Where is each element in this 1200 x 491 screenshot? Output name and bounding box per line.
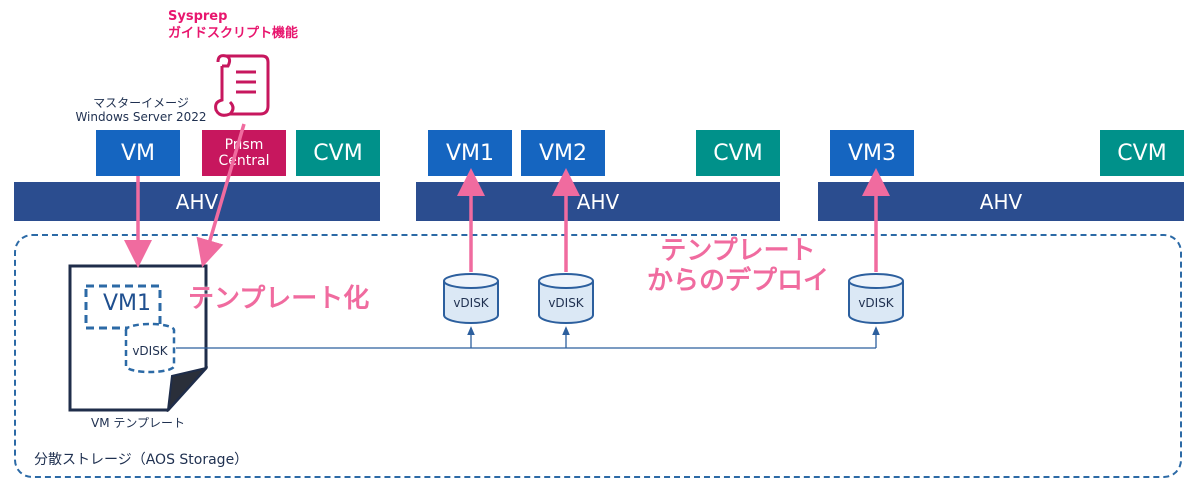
vm-template-document-icon bbox=[68, 264, 208, 412]
ahv-bar-1: AHV bbox=[14, 182, 380, 221]
storage-label: 分散ストレージ（AOS Storage） bbox=[34, 452, 249, 468]
vdisk-cylinder-icon bbox=[443, 273, 499, 324]
vdisk-label: vDISK bbox=[858, 296, 894, 310]
vm3-box: VM3 bbox=[830, 130, 914, 176]
cvm-box-2: CVM bbox=[696, 130, 780, 176]
sysprep-label: Sysprep ガイドスクリプト機能 bbox=[168, 9, 299, 41]
prism-central-box: Prism Central bbox=[202, 130, 286, 176]
cvm-box-1: CVM bbox=[296, 130, 380, 176]
vdisk-cylinder-icon bbox=[848, 273, 904, 324]
vdisk-label: vDISK bbox=[548, 296, 584, 310]
template-vdisk-label: vDISK bbox=[132, 344, 168, 358]
vdisk-cylinder-icon bbox=[538, 273, 594, 324]
distributed-storage-area bbox=[14, 234, 1182, 478]
templatize-label: テンプレート化 bbox=[188, 284, 370, 314]
vm-template-caption: VM テンプレート bbox=[90, 416, 186, 430]
ahv-bar-2: AHV bbox=[416, 182, 780, 221]
master-image-label: マスターイメージ Windows Server 2022 bbox=[75, 96, 207, 124]
script-scroll-icon bbox=[214, 54, 270, 117]
vdisk-label: vDISK bbox=[453, 296, 489, 310]
template-vm-label: VM1 bbox=[102, 291, 152, 316]
cvm-box-3: CVM bbox=[1100, 130, 1184, 176]
vm-box: VM bbox=[96, 130, 180, 176]
deploy-from-template-label: テンプレート からのデプロイ bbox=[646, 236, 829, 296]
